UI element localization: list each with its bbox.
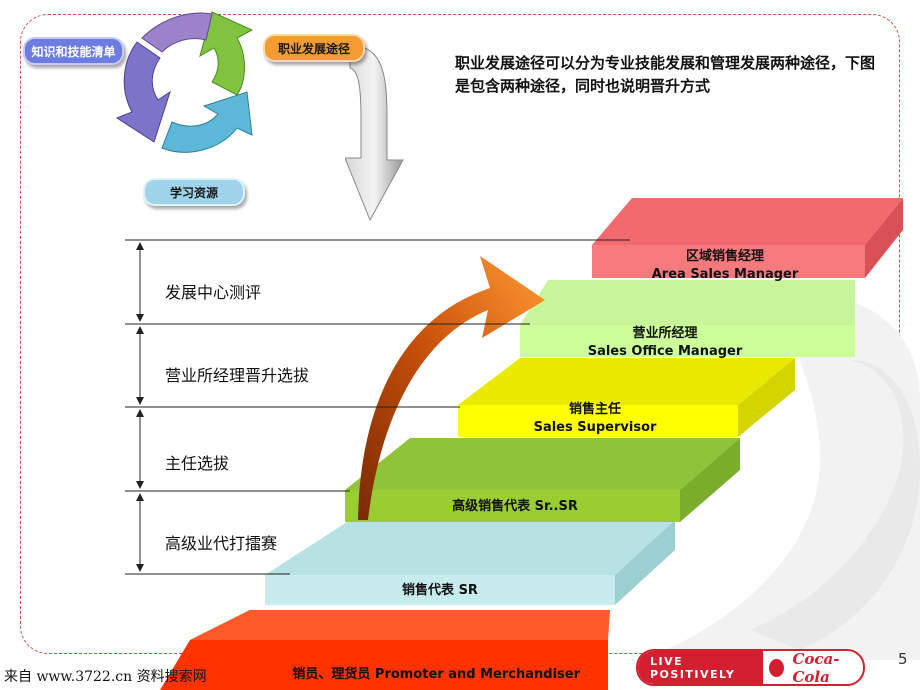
stage-label: 高级业代打擂赛 xyxy=(165,534,278,553)
learning-resources-pill[interactable]: 学习资源 xyxy=(143,178,245,206)
coca-cola-swirl-icon xyxy=(769,658,785,677)
brand-logo: LIVE POSITIVELY Coca-Cola xyxy=(636,649,865,686)
brand-wordmark: Coca-Cola xyxy=(792,649,840,686)
brand-tagline: LIVE POSITIVELY xyxy=(638,651,764,684)
step-en-label: Area Sales Manager xyxy=(651,267,799,282)
cycle-arrows-icon xyxy=(115,11,254,153)
knowledge-skills-pill[interactable]: 知识和技能清单 xyxy=(23,37,124,65)
source-footer: 来自 www.3722.cn 资料搜索网 xyxy=(4,669,207,685)
watermark-swirl xyxy=(640,294,920,660)
step-sales-office-manager: 营业所经理 Sales Office Manager xyxy=(565,325,765,361)
promotion-arrow-icon xyxy=(358,256,545,520)
page-number: 5 xyxy=(898,650,908,668)
step-cn-label: 销售主任 xyxy=(568,402,621,417)
step-area-sales-manager: 区域销售经理 Area Sales Manager xyxy=(630,248,820,284)
step-sr: 销售代表 SR xyxy=(402,583,478,598)
step-sales-supervisor: 销售主任 Sales Supervisor xyxy=(510,401,680,437)
down-arrow-icon xyxy=(345,44,404,222)
stage-label: 营业所经理晋升选拔 xyxy=(165,366,310,385)
step-en-label: Sales Office Manager xyxy=(587,344,743,359)
career-path-pill[interactable]: 职业发展途径 xyxy=(263,34,365,62)
step-cn-label: 营业所经理 xyxy=(632,326,698,341)
intro-text: 职业发展途径可以分为专业技能发展和管理发展两种途径，下图是包含两种途径，同时也说… xyxy=(455,54,876,95)
stage-label: 主任选拔 xyxy=(165,454,230,473)
stage-label: 发展中心测评 xyxy=(165,283,262,302)
step-promoter: 销员、理货员 Promoter and Merchandiser xyxy=(292,667,580,682)
step-cn-label: 区域销售经理 xyxy=(685,249,764,264)
step-senior-sr: 高级销售代表 Sr..SR xyxy=(452,499,578,514)
step-en-label: Sales Supervisor xyxy=(533,420,657,435)
